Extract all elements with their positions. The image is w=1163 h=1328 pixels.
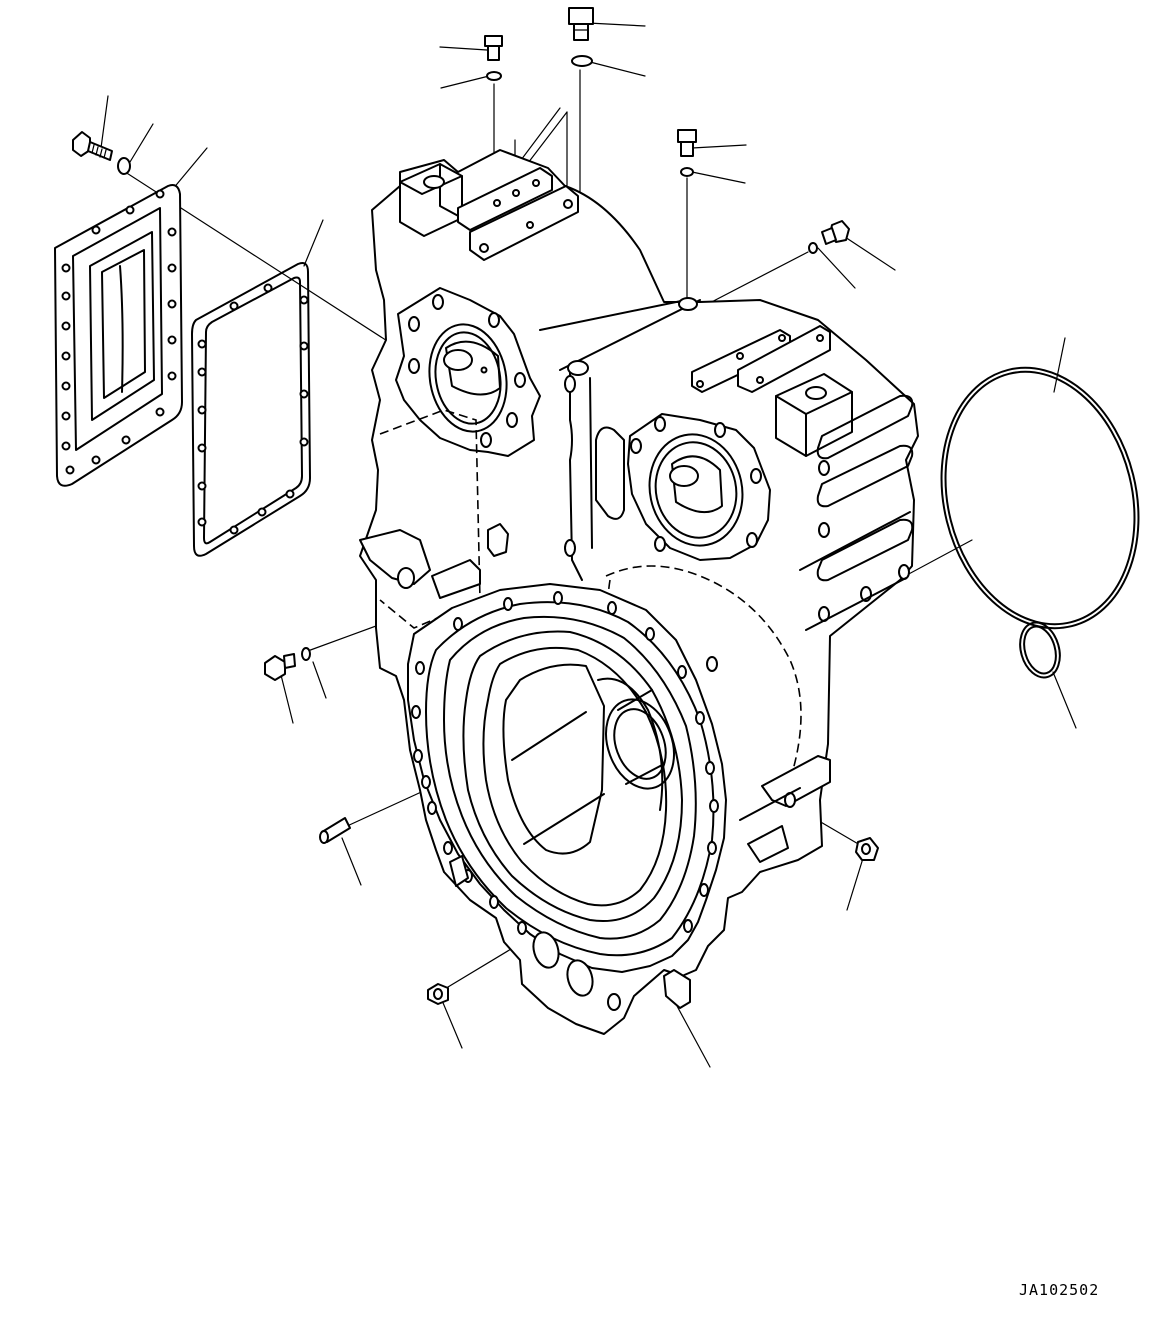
- plug-top-right: [678, 130, 696, 156]
- small-o-ring: [1014, 618, 1066, 682]
- gasket: [192, 263, 310, 556]
- plug-left-middle: [265, 654, 295, 680]
- hardware: [73, 8, 878, 1004]
- plug-top-left: [485, 36, 502, 60]
- washer-upper-left: [118, 158, 130, 174]
- large-o-ring: [915, 347, 1163, 650]
- o-ring-top-left: [487, 72, 501, 80]
- right-flange-bolt-holes: [631, 417, 761, 551]
- plug-right: [822, 221, 849, 244]
- plug-lower-right: [856, 838, 878, 860]
- cover-plate-bolt-holes: [63, 191, 176, 474]
- o-ring-left-middle: [302, 648, 310, 660]
- o-ring-top-right: [681, 168, 693, 176]
- gasket-bolt-holes: [199, 285, 308, 534]
- left-flange-bolt-holes: [409, 295, 525, 447]
- drawing-code: JA102502: [1019, 1281, 1100, 1299]
- transmission-housing: [360, 150, 918, 1034]
- bolt-upper-left: [73, 132, 112, 160]
- plug-top-center: [569, 8, 593, 40]
- dowel-pin: [320, 818, 350, 843]
- plug-lower-center: [428, 984, 448, 1004]
- o-ring-top-center: [572, 56, 592, 66]
- o-ring-right: [809, 243, 817, 253]
- bell-flange-bolt-holes: [412, 592, 718, 934]
- cover-plate: [55, 185, 182, 486]
